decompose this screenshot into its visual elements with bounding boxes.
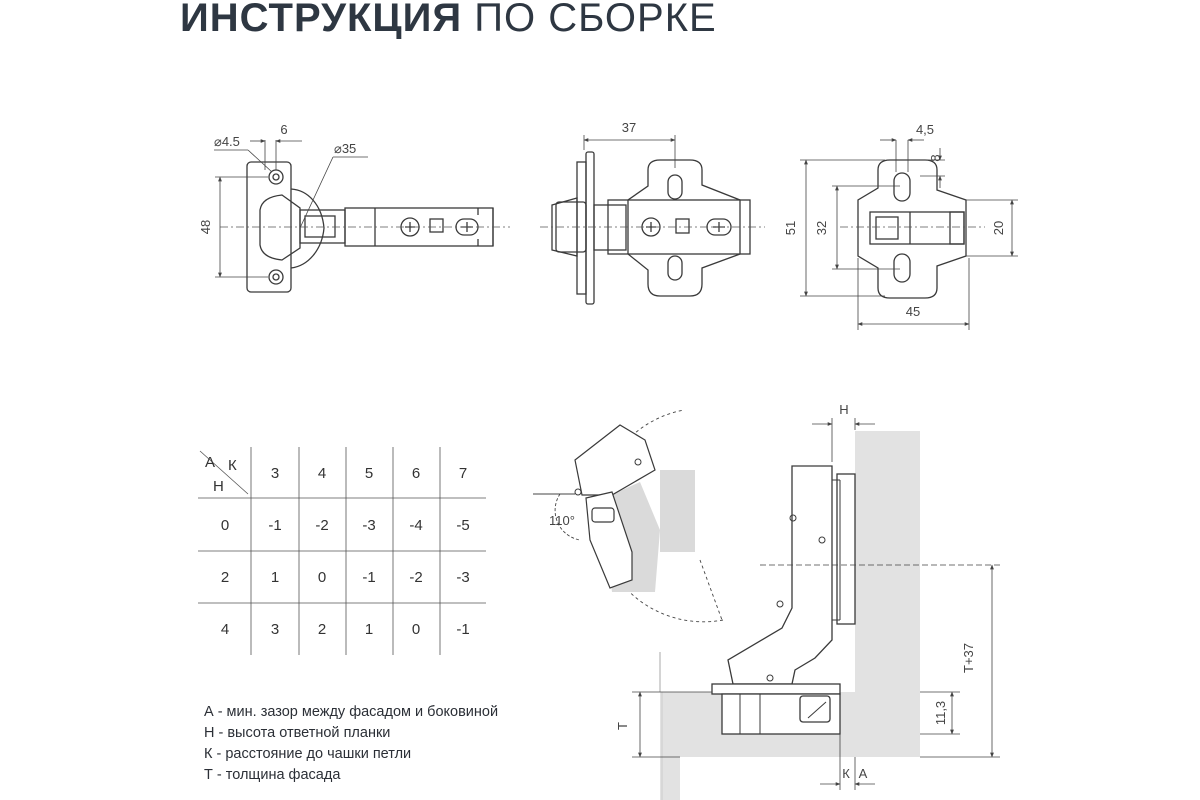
- table-cell: 0: [318, 569, 326, 586]
- table-header-cell: 3: [271, 465, 279, 482]
- dim-height-outer: 51: [783, 221, 798, 235]
- table-row-header: 2: [221, 569, 229, 586]
- dim-height-inner: 32: [814, 221, 829, 235]
- table-header-cell: 7: [459, 465, 467, 482]
- label-k: К: [842, 766, 850, 781]
- table-cells: 3 4 5 6 7 0 -1 -2 -3 -4 -5 2 1 0 -1 -2 -3 4 3 2 1 0 -1: [221, 465, 470, 638]
- hinge-plate-view-middle: [551, 151, 751, 305]
- table-corner-k: К: [228, 457, 237, 474]
- dim-dia-small: ⌀4.5: [214, 134, 240, 149]
- dims-right: [800, 138, 1018, 330]
- screw-hole-bottom: [268, 269, 284, 285]
- dim-small-v: 8: [928, 154, 943, 161]
- dim-height-right: 20: [991, 221, 1006, 235]
- hinge-arm-side: [727, 465, 833, 685]
- table-cell: -3: [456, 569, 469, 586]
- mounting-plate-side: [836, 473, 856, 625]
- label-113: 11,3: [933, 701, 948, 725]
- label-t37: Т+37: [961, 643, 976, 673]
- table-cell: -1: [362, 569, 375, 586]
- table-cell: -3: [362, 517, 375, 534]
- table-corner-a: А: [205, 454, 215, 471]
- dim-dia-cup: ⌀35: [334, 141, 356, 156]
- table-cell: 2: [318, 621, 326, 638]
- hinge-cup-flange: [711, 683, 841, 695]
- dim-width-top: 4,5: [916, 122, 934, 137]
- table-header-cell: 4: [318, 465, 326, 482]
- table-row-header: 0: [221, 517, 229, 534]
- table-cell: -4: [409, 517, 422, 534]
- legend-item-t: Т - толщина фасада: [204, 767, 341, 783]
- legend-item-k: К - расстояние до чашки петли: [204, 746, 412, 762]
- side-view: 110° Н Т+37 11,3 Т К А: [533, 402, 1000, 800]
- table-cell: 1: [271, 569, 279, 586]
- angle-label: 110°: [549, 513, 575, 528]
- table-cell: -1: [456, 621, 469, 638]
- legend-item-a: А - мин. зазор между фасадом и боковиной: [204, 704, 499, 720]
- table-cell: -2: [409, 569, 422, 586]
- detail-hinge-arm: [574, 424, 656, 496]
- legend-item-h: Н - высота ответной планки: [204, 725, 391, 741]
- page-title: ИНСТРУКЦИЯ ПО СБОРКЕ: [180, 0, 717, 42]
- adjustment-table: А К Н 3 4 5 6 7 0 -1 -2 -3 -4 -5 2 1 0 -1 -2 -3 4 3 2 1 0 -1: [198, 447, 486, 655]
- table-header-cell: 5: [365, 465, 373, 482]
- dims-middle: [583, 135, 676, 168]
- dim-height: 48: [198, 220, 213, 234]
- table-row-header: 4: [221, 621, 229, 638]
- table-header-cell: 6: [412, 465, 420, 482]
- dim-offset: 6: [280, 122, 287, 137]
- title-light: ПО СБОРКЕ: [474, 0, 717, 40]
- legend: А - мин. зазор между фасадом и боковиной…: [204, 702, 498, 786]
- table-cell: -5: [456, 517, 469, 534]
- dims-left: [214, 139, 368, 278]
- table-cell: 0: [412, 621, 420, 638]
- table-grid: [198, 447, 486, 655]
- table-cell: -2: [315, 517, 328, 534]
- table-cell: -1: [268, 517, 281, 534]
- label-a: А: [859, 766, 868, 781]
- cabinet-side-panel: [855, 431, 920, 757]
- hinge-cup: [290, 188, 325, 269]
- label-h: Н: [839, 402, 848, 417]
- label-t: Т: [615, 722, 630, 730]
- title-bold: ИНСТРУКЦИЯ: [180, 0, 463, 40]
- dim-depth: 37: [622, 120, 636, 135]
- table-cell: 1: [365, 621, 373, 638]
- detail-circle: [596, 409, 724, 623]
- table-corner-h: Н: [213, 478, 224, 495]
- mounting-plate-right: [857, 159, 967, 299]
- dim-width-bottom: 45: [906, 304, 920, 319]
- table-cell: 3: [271, 621, 279, 638]
- screw-hole-top: [268, 169, 284, 185]
